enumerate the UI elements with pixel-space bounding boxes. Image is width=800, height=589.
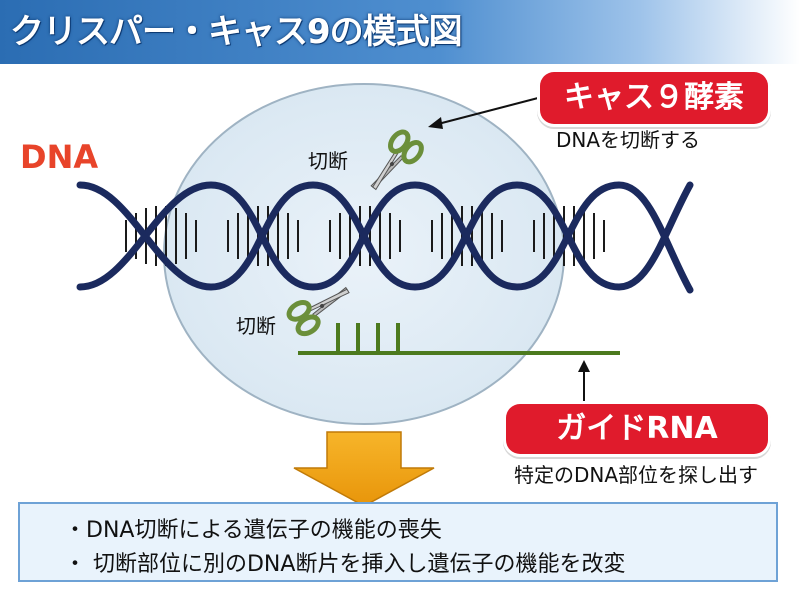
guide-rna-strand xyxy=(298,323,620,355)
cut-label-bottom: 切断 xyxy=(236,314,276,338)
down-arrow-icon xyxy=(293,431,435,507)
title-banner: クリスパー・キャス9の模式図 xyxy=(0,0,800,64)
result-item: ・ 切断部位に別のDNA断片を挿入し遺伝子の機能を改変 xyxy=(64,552,626,577)
scissors-icon xyxy=(286,286,350,337)
guide-rna-pointer-arrow xyxy=(578,360,590,402)
cut-label-top: 切断 xyxy=(308,149,348,173)
guide-rna-description: 特定のDNA部位を探し出す xyxy=(514,463,759,487)
result-item: ・DNA切断による遺伝子の機能の喪失 xyxy=(64,518,442,543)
page-title: クリスパー・キャス9の模式図 xyxy=(10,12,463,52)
cas9-description: DNAを切断する xyxy=(556,128,701,152)
cas9-enzyme-body xyxy=(163,83,565,425)
result-box: ・DNA切断による遺伝子の機能の喪失 ・ 切断部位に別のDNA断片を挿入し遺伝子… xyxy=(18,502,778,582)
scissors-icon xyxy=(370,129,424,191)
cas9-label: キャス９酵素 xyxy=(540,72,768,124)
dna-double-helix xyxy=(76,181,694,294)
dna-label: DNA xyxy=(20,138,99,176)
cas9-pointer-arrow xyxy=(428,97,539,129)
guide-rna-label: ガイドRNA xyxy=(506,404,768,454)
